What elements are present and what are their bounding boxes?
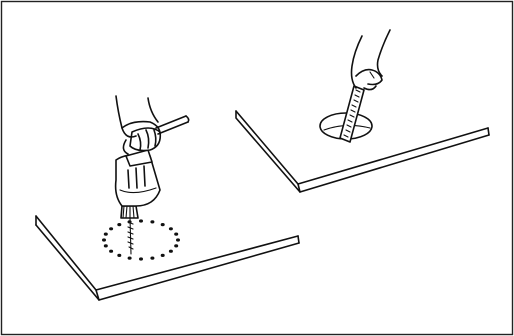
pilot-hole-dot (103, 244, 108, 248)
power-drill-icon (114, 115, 190, 219)
hand-holding-drill (115, 95, 161, 155)
pilot-hole-dot (168, 227, 173, 231)
pilot-hole-dot (139, 257, 143, 261)
drill-bit (127, 217, 134, 255)
keyhole-saw-icon (339, 85, 365, 143)
hand-holding-saw (350, 29, 391, 91)
pilot-hole-dot (109, 249, 114, 253)
pilot-hole-dot (102, 238, 106, 242)
pilot-hole-dot (150, 220, 155, 224)
pilot-hole-dot (150, 256, 155, 260)
pilot-hole-dot (103, 232, 108, 236)
pilot-hole-dot (168, 249, 173, 253)
pilot-hole-dot (139, 219, 143, 223)
pilot-hole-dot (174, 244, 179, 248)
pilot-hole-dot (117, 223, 122, 227)
pilot-hole-dot (160, 223, 165, 227)
drill-hole-pattern (102, 219, 180, 261)
pilot-hole-dot (176, 238, 180, 242)
right-board (235, 110, 490, 193)
pilot-hole-dot (109, 227, 114, 231)
left-board (35, 215, 300, 301)
pilot-hole-dot (174, 232, 179, 236)
pilot-hole-dot (160, 253, 165, 257)
pilot-hole-dot (127, 256, 132, 260)
pilot-hole-dot (117, 253, 122, 257)
